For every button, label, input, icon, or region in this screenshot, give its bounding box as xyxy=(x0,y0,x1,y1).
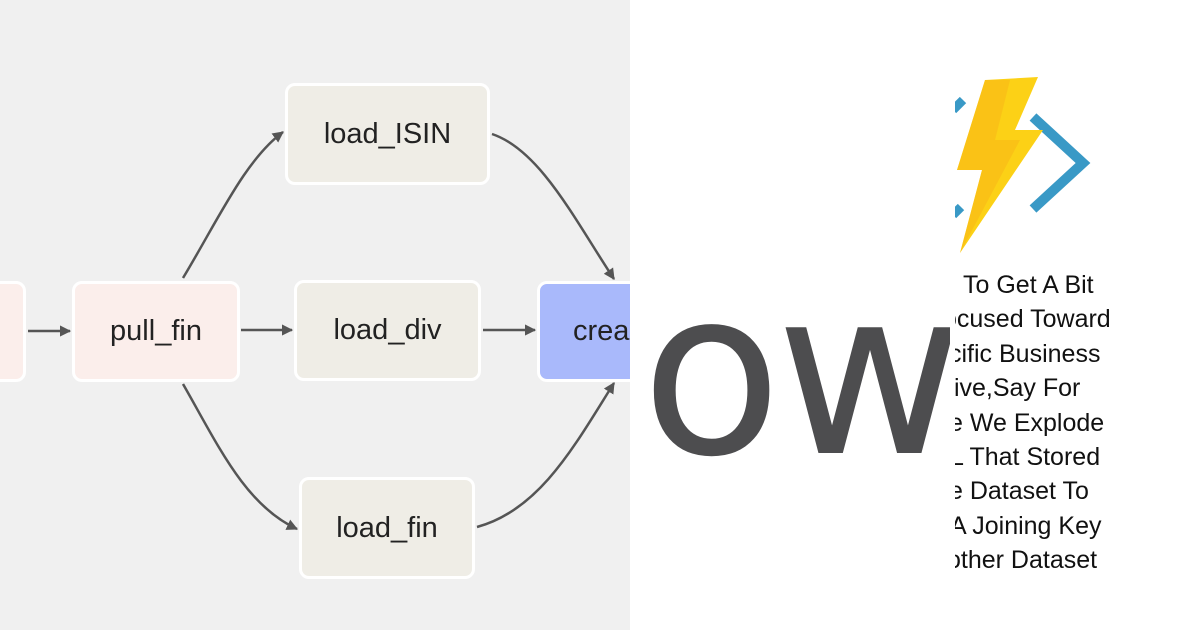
dag-node-load-fin[interactable]: load_fin xyxy=(299,477,475,579)
edge-pull-fin-to-load-isin xyxy=(181,130,284,279)
article-line: ocused Toward xyxy=(955,305,1111,334)
dag-edges xyxy=(28,130,616,531)
azure-functions-logo xyxy=(955,75,1095,255)
dag-node-load-isin[interactable]: load_ISIN xyxy=(285,83,490,185)
airflow-dag-graph: pull_fin load_ISIN load_div load_fin cre… xyxy=(0,0,630,630)
airflow-wordmark-fragment: ow xyxy=(620,250,950,530)
dag-node-label: crea xyxy=(573,315,630,347)
article-line: e We Explode xyxy=(955,408,1105,437)
dag-node-pull-fin[interactable]: pull_fin xyxy=(72,281,240,382)
wordmark-text: ow xyxy=(641,250,950,508)
dag-node-previous-task[interactable] xyxy=(0,281,26,382)
dag-node-label: load_div xyxy=(333,314,442,346)
edge-load-isin-to-create xyxy=(491,132,616,280)
edge-load-fin-to-create xyxy=(476,382,616,529)
article-line: L That Stored xyxy=(955,443,1101,472)
article-line: To Get A Bit xyxy=(963,271,1094,299)
dag-node-load-div[interactable]: load_div xyxy=(294,280,481,381)
article-line: e Dataset To xyxy=(955,477,1089,506)
article-line: tive,Say For xyxy=(955,374,1081,403)
dag-node-create[interactable]: crea xyxy=(537,281,630,382)
article-line: A Joining Key xyxy=(955,511,1102,540)
edge-pull-fin-to-load-fin xyxy=(181,383,299,531)
dag-node-label: pull_fin xyxy=(110,315,202,347)
article-line: other Dataset xyxy=(955,546,1098,575)
article-line: cific Business xyxy=(955,339,1101,368)
azure-functions-lightning-icon xyxy=(955,77,1091,253)
dag-node-label: load_ISIN xyxy=(323,117,452,150)
article-excerpt: To Get A Bit ocused Toward cific Busines… xyxy=(955,268,1200,578)
dag-node-label: load_fin xyxy=(336,511,438,544)
